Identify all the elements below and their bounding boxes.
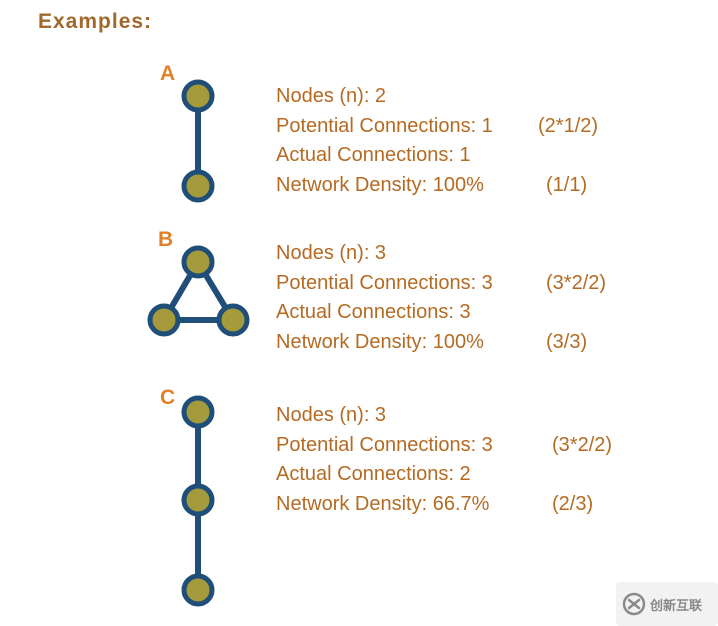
density-row: Network Density: 100% (3/3) [276,328,587,358]
graph-c-node-3 [181,573,215,607]
nodes-row: Nodes (n): 3 [276,401,493,431]
density-calc: (3/3) [546,330,588,353]
watermark: 创新互联 [616,582,718,626]
example-label-a: A [160,62,176,85]
nodes-row: Nodes (n): 2 [276,82,493,112]
example-c-info: Nodes (n): 3 Potential Connections: 3 (3*… [276,401,612,520]
example-a-info: Nodes (n): 2 Potential Connections: 1 (2*… [276,82,598,201]
density-calc: (2/3) [552,492,594,515]
potential-row: Potential Connections: 3 (3*2/2) [276,431,612,461]
actual-row: Actual Connections: 3 [276,298,493,328]
watermark-text: 创新互联 [650,598,703,614]
graph-b-node-1 [181,245,215,279]
graph-b [147,245,250,337]
actual-text: Actual Connections: 3 [276,301,471,323]
nodes-text: Nodes (n): 3 [276,242,387,264]
page-title: Examples: [38,10,153,33]
density-text: Network Density: 66.7% [276,492,490,515]
actual-text: Actual Connections: 1 [276,144,471,166]
actual-row: Actual Connections: 1 [276,141,493,171]
density-text: Network Density: 100% [276,173,484,196]
nodes-row: Nodes (n): 3 [276,239,493,269]
potential-row: Potential Connections: 1 (2*1/2) [276,112,598,142]
example-b-info: Nodes (n): 3 Potential Connections: 3 (3*… [276,239,606,358]
density-row: Network Density: 100% (1/1) [276,171,587,201]
graph-c-node-1 [181,395,215,429]
graph-c [181,395,215,607]
density-calc: (1/1) [546,173,588,196]
graph-c-node-2 [181,483,215,517]
potential-text: Potential Connections: 1 [276,114,493,137]
density-text: Network Density: 100% [276,330,484,353]
potential-calc: (2*1/2) [538,114,599,137]
potential-row: Potential Connections: 3 (3*2/2) [276,269,606,299]
graph-a-node-2 [181,169,215,203]
graph-b-node-2 [147,303,181,337]
example-label-b: B [158,228,174,251]
graph-b-node-3 [216,303,250,337]
potential-calc: (3*2/2) [546,271,607,294]
potential-text: Potential Connections: 3 [276,271,493,294]
density-row: Network Density: 66.7% (2/3) [276,490,593,520]
potential-calc: (3*2/2) [552,433,613,456]
brand-logo-icon [622,592,646,616]
potential-text: Potential Connections: 3 [276,433,493,456]
example-label-c: C [160,386,176,409]
actual-text: Actual Connections: 2 [276,463,471,485]
nodes-text: Nodes (n): 2 [276,85,387,107]
graph-a [181,79,215,203]
graph-a-node-1 [181,79,215,113]
actual-row: Actual Connections: 2 [276,460,493,490]
nodes-text: Nodes (n): 3 [276,404,387,426]
